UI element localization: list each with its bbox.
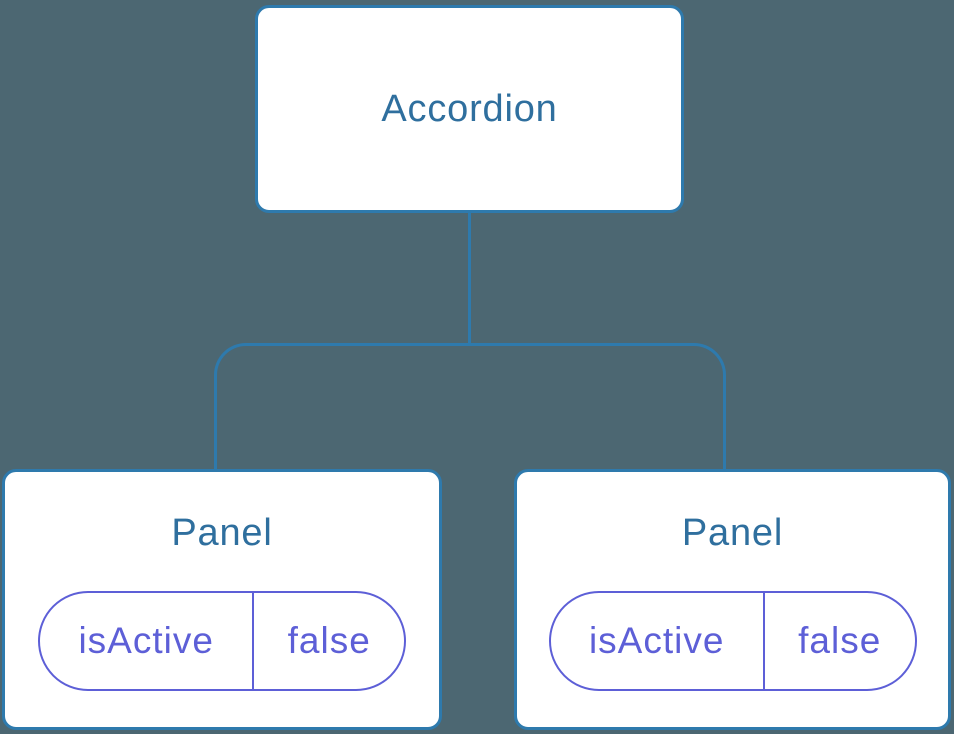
state-value-label: false	[798, 620, 882, 661]
panel-node-left: Panel isActive false	[2, 469, 442, 730]
pill-divider	[252, 593, 255, 689]
state-pill: isActive false	[38, 591, 406, 691]
accordion-node: Accordion	[255, 5, 684, 213]
pill-divider	[762, 593, 765, 689]
tree-connector-stem	[468, 211, 471, 345]
accordion-node-label: Accordion	[381, 87, 558, 130]
state-key-label: isActive	[588, 620, 725, 661]
state-value-label: false	[287, 620, 371, 661]
panel-node-label: Panel	[171, 512, 273, 554]
state-pill: isActive false	[548, 591, 917, 691]
state-key-label: isActive	[78, 620, 214, 661]
tree-connector-branch	[214, 343, 726, 469]
panel-node-label: Panel	[681, 512, 784, 554]
panel-node-right: Panel isActive false	[514, 469, 951, 730]
